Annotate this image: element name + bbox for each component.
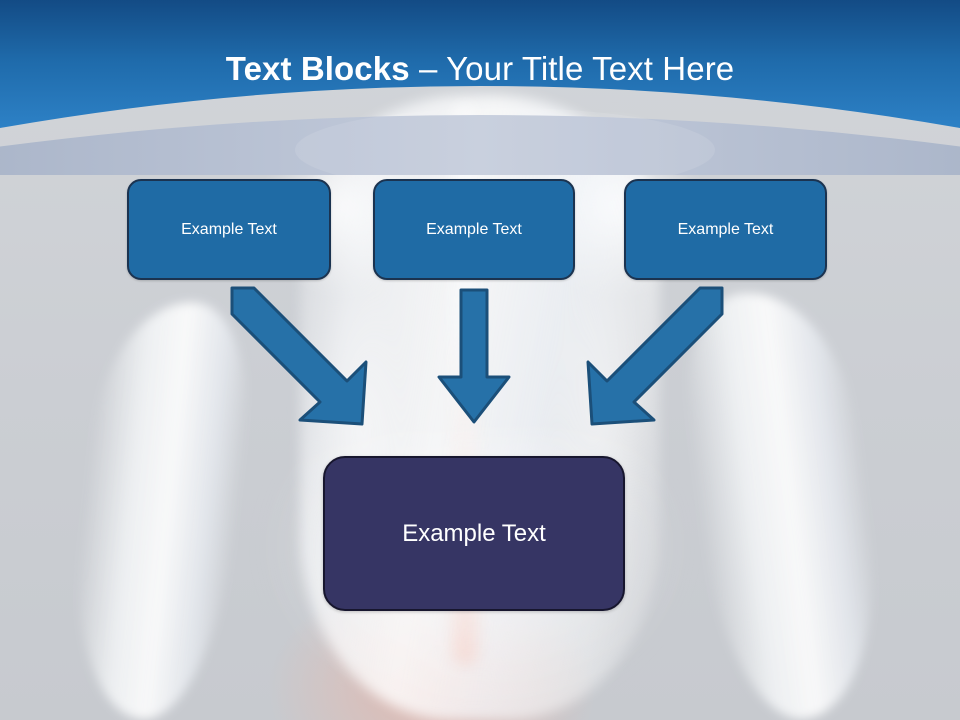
page-title: Text Blocks – Your Title Text Here [0,50,960,88]
source-box-2-label: Example Text [426,220,522,238]
slide-header: Text Blocks – Your Title Text Here [0,0,960,175]
source-box-2[interactable]: Example Text [373,179,575,280]
header-curve-shape [0,0,960,175]
result-box[interactable]: Example Text [323,456,625,611]
result-box-label: Example Text [402,519,546,547]
page-title-light: Your Title Text Here [446,50,735,87]
page-title-separator: – [418,50,447,87]
page-title-strong: Text Blocks [225,50,419,87]
source-box-1[interactable]: Example Text [127,179,331,280]
source-box-1-label: Example Text [181,220,277,238]
source-box-3[interactable]: Example Text [624,179,827,280]
source-box-3-label: Example Text [677,220,774,238]
